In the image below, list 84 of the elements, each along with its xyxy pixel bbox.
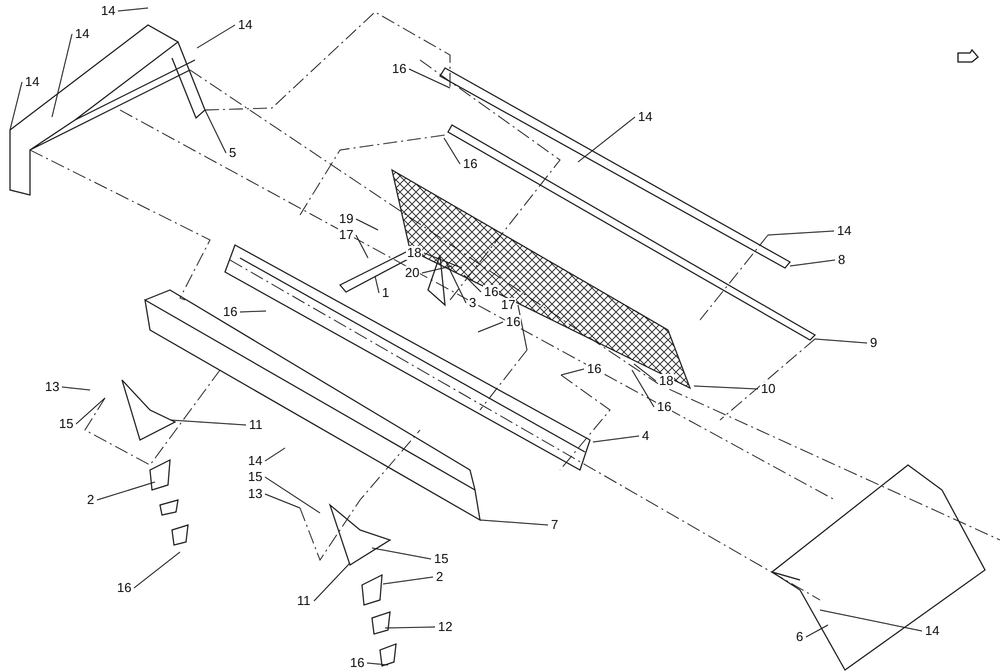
- callout-number: 14: [924, 624, 940, 638]
- callout-number: 16: [483, 285, 500, 299]
- callout-number: 16: [391, 62, 408, 76]
- leader-line: [768, 230, 834, 236]
- leader-line: [382, 576, 434, 584]
- leader-line: [518, 304, 528, 350]
- callout-number: 9: [869, 336, 878, 350]
- callout-number: 10: [760, 382, 776, 396]
- callout-number: 13: [44, 380, 60, 394]
- callout-number: 13: [247, 487, 264, 501]
- callout-number: 18: [406, 246, 422, 260]
- leader-line: [356, 218, 378, 230]
- leader-line: [118, 8, 148, 12]
- callout-number: 16: [505, 315, 522, 329]
- callout-number: 14: [637, 110, 654, 124]
- callout-number: 15: [58, 417, 74, 431]
- leader-line: [366, 662, 388, 666]
- callout-number: 14: [247, 454, 264, 468]
- callout-number: 6: [795, 630, 804, 644]
- callout-number: 14: [24, 75, 40, 89]
- callout-number: 8: [837, 253, 846, 267]
- leader-line: [240, 310, 266, 312]
- leader-line: [444, 138, 460, 164]
- callout-number: 14: [836, 224, 852, 238]
- callout-number: 14: [237, 18, 254, 32]
- leader-line: [374, 276, 380, 294]
- leader-line: [408, 68, 450, 88]
- callout-number: 2: [435, 570, 444, 584]
- leader-line: [372, 548, 432, 560]
- leader-line: [578, 116, 636, 162]
- leader-line: [424, 252, 462, 268]
- callout-number: 14: [74, 27, 90, 41]
- callout-number: 5: [228, 146, 238, 160]
- leader-line: [356, 234, 368, 258]
- leader-line: [52, 34, 72, 118]
- callout-number: 16: [349, 656, 366, 670]
- callout-number: 14: [100, 4, 116, 18]
- callout-number: 3: [468, 296, 478, 310]
- leader-line: [820, 610, 922, 632]
- leader-line: [314, 562, 350, 602]
- callout-number: 16: [586, 362, 602, 376]
- leader-line: [560, 368, 584, 376]
- leader-line: [814, 338, 868, 344]
- leader-line: [790, 260, 836, 266]
- callout-number: 16: [222, 305, 238, 319]
- callout-number: 16: [656, 400, 672, 414]
- leader-line: [478, 322, 504, 332]
- leader-line: [422, 266, 452, 274]
- callout-number: 16: [462, 157, 478, 171]
- leader-line: [480, 520, 548, 526]
- callout-number: 17: [338, 228, 354, 242]
- callout-number: 4: [641, 429, 650, 443]
- leader-line: [634, 364, 656, 382]
- leader-line: [592, 436, 640, 442]
- leader-line: [264, 476, 320, 514]
- leader-line: [806, 624, 828, 638]
- leader-line: [446, 262, 466, 304]
- leader-line: [204, 110, 226, 154]
- callout-number: 16: [116, 581, 132, 595]
- callout-number: 12: [437, 620, 454, 634]
- leader-line: [464, 274, 482, 292]
- callout-number: 7: [550, 518, 560, 532]
- leader-line: [384, 626, 436, 628]
- leader-line: [264, 494, 300, 508]
- leader-line: [10, 82, 22, 130]
- callout-number: 11: [296, 594, 312, 608]
- callout-number: 11: [248, 418, 264, 432]
- leader-line: [134, 552, 180, 588]
- callout-number: 20: [404, 266, 420, 280]
- leader-line: [62, 386, 90, 390]
- callout-number: 15: [433, 552, 450, 566]
- callout-number: 15: [247, 470, 264, 484]
- callout-number: 1: [381, 286, 390, 300]
- callout-number: 18: [658, 374, 674, 388]
- callout-number: 19: [338, 212, 354, 226]
- leader-line: [632, 370, 654, 408]
- leader-line: [264, 448, 286, 462]
- leader-line: [694, 386, 758, 390]
- callout-number: 2: [86, 493, 96, 507]
- leader-line: [96, 482, 156, 500]
- leader-line: [76, 398, 106, 424]
- leader-line: [196, 24, 236, 48]
- callout-number: 17: [500, 298, 516, 312]
- leader-line: [170, 420, 246, 426]
